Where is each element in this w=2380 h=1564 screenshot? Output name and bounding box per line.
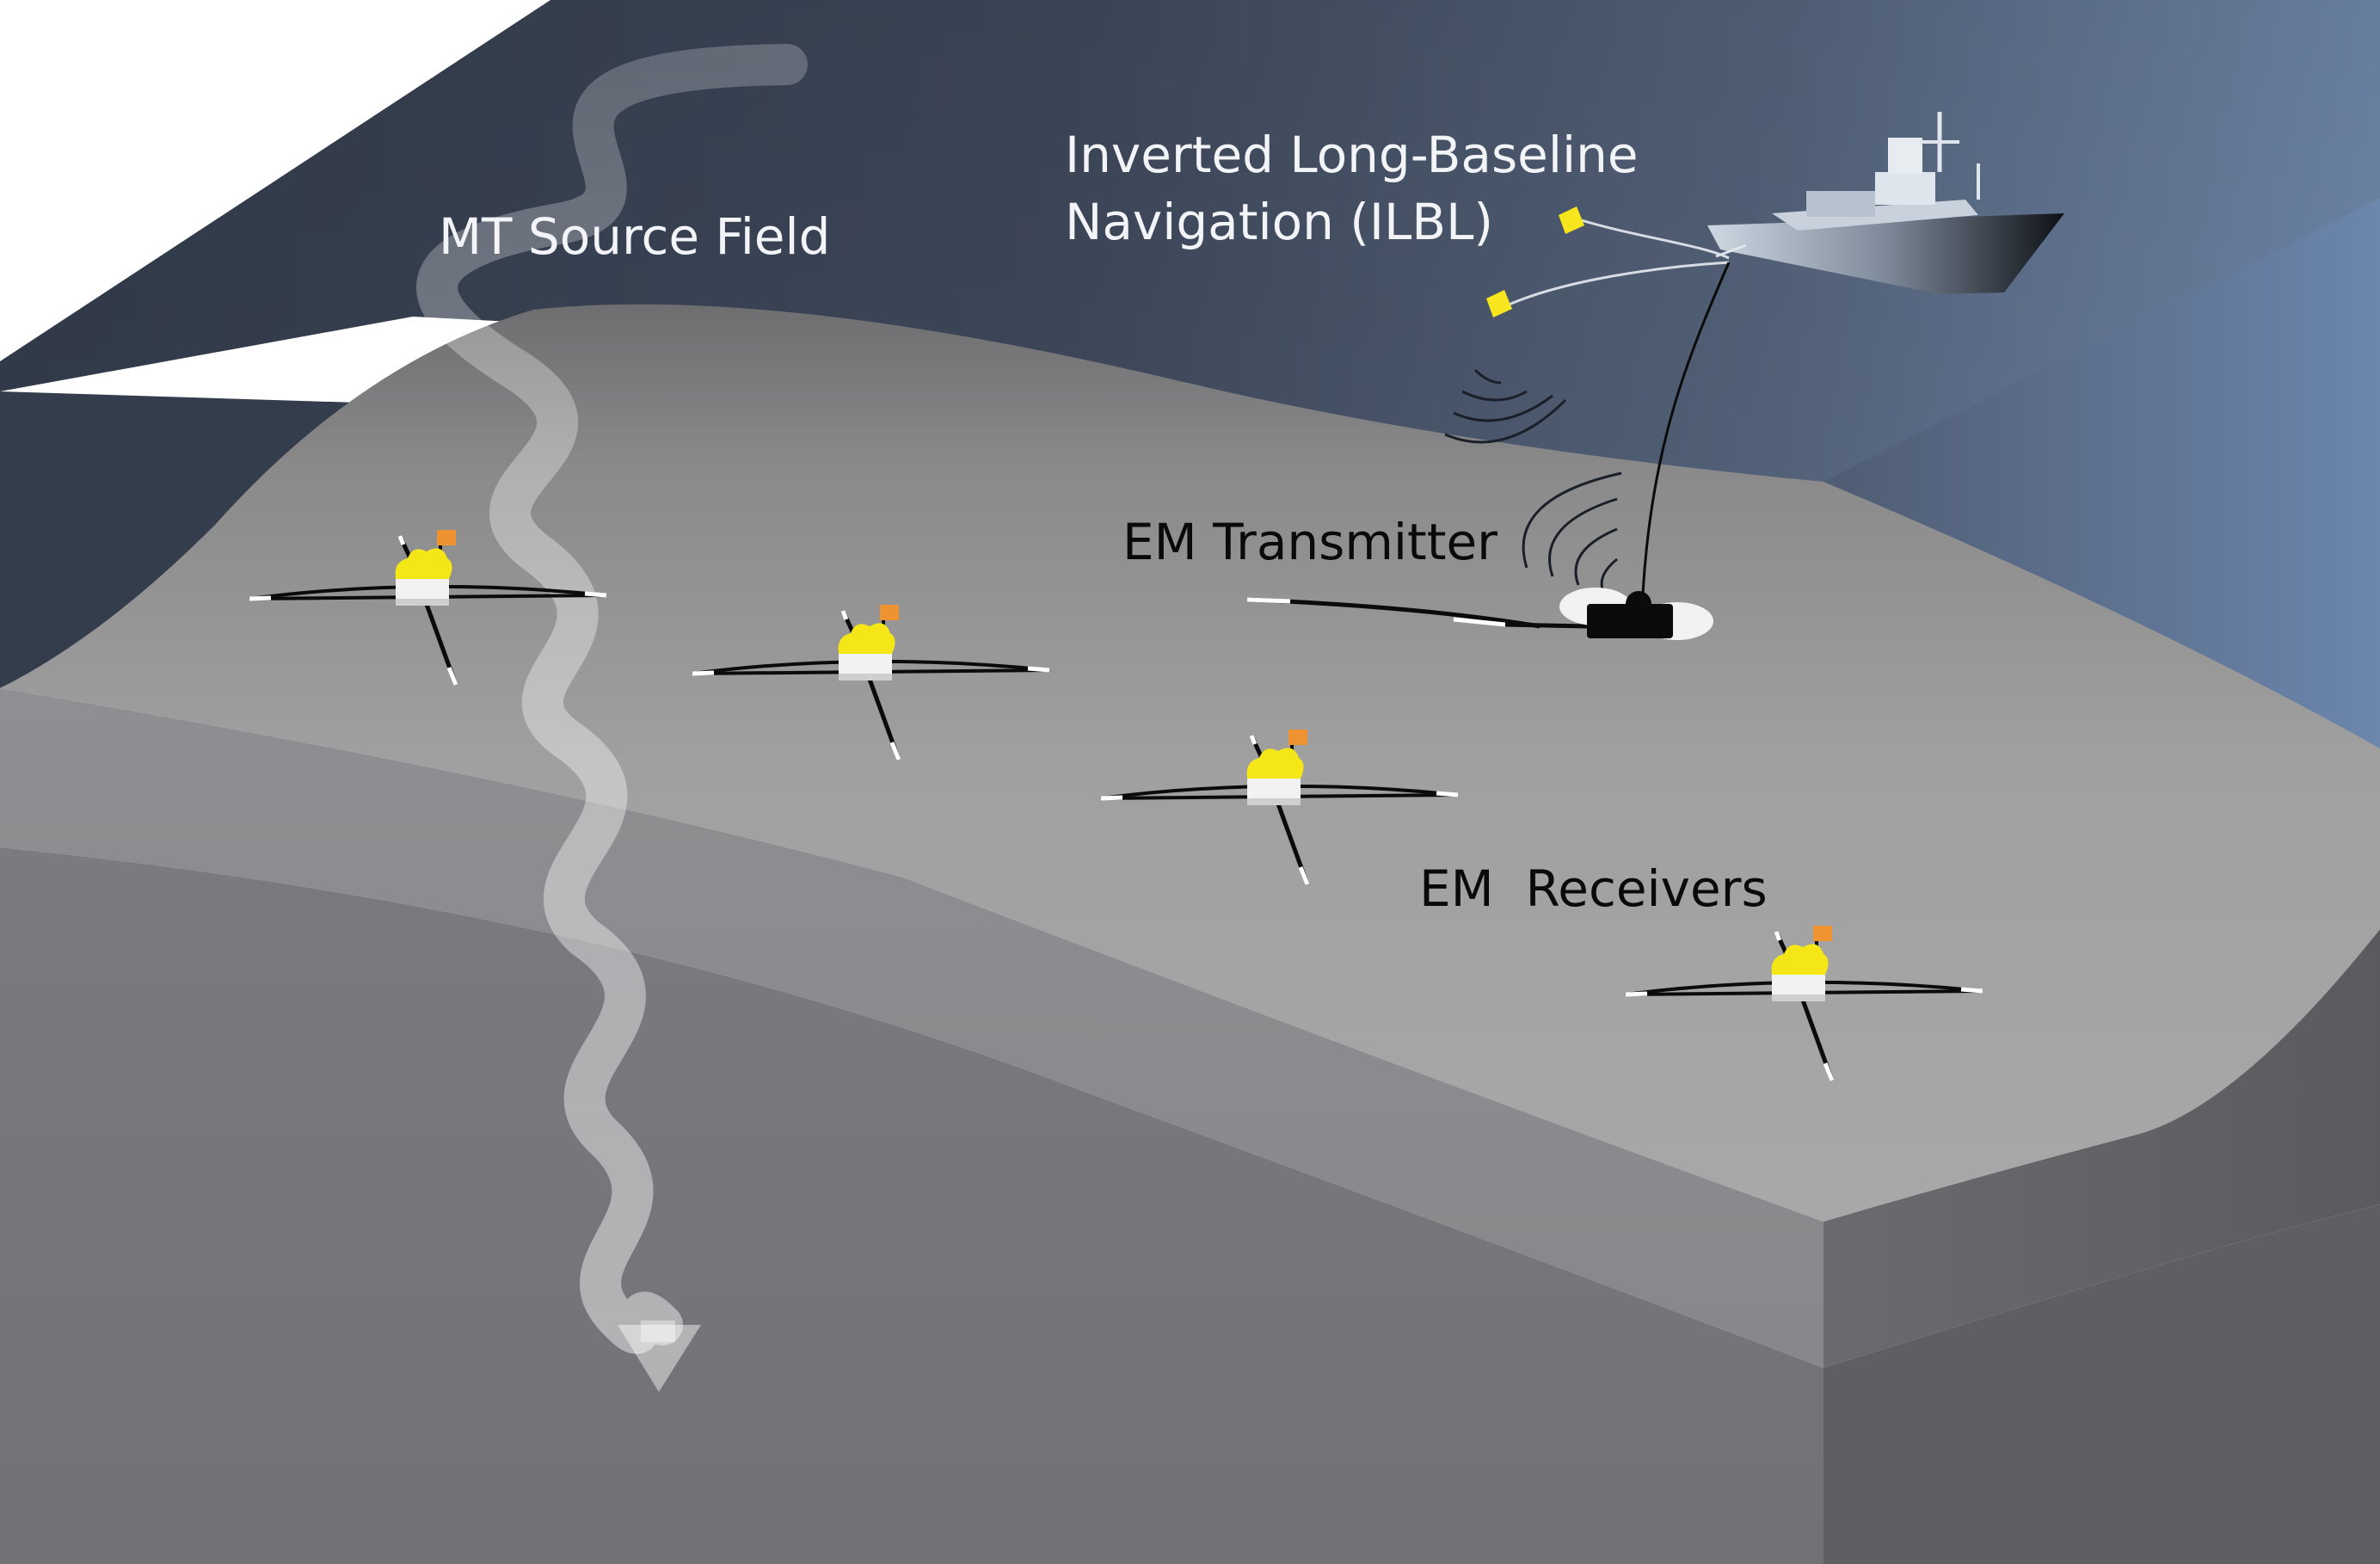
mt-source-field-arrow <box>416 44 808 1392</box>
sediment-layer-right <box>1823 929 2380 1564</box>
arrow-head-icon <box>618 1325 701 1392</box>
acoustic-ping-icon <box>1444 368 1567 444</box>
transmitter-label: EM Transmitter <box>1122 513 1497 571</box>
receivers-label: EM Receivers <box>1419 859 1768 918</box>
ilbl-label-line2: Navigation (ILBL) <box>1065 193 1493 251</box>
transmitter-ping-icon <box>1522 471 1622 594</box>
ilbl-label-line1: Inverted Long-Baseline <box>1065 126 1639 184</box>
transponder-icon <box>1559 206 1584 234</box>
mt-source-label: MT Source Field <box>439 207 830 266</box>
ilbl-transponders <box>1444 206 1730 444</box>
ship-icon <box>1707 112 2064 294</box>
em-transmitter <box>1246 262 1731 640</box>
sediment-layer-front <box>0 688 1823 1564</box>
transponder-icon <box>1486 290 1512 317</box>
